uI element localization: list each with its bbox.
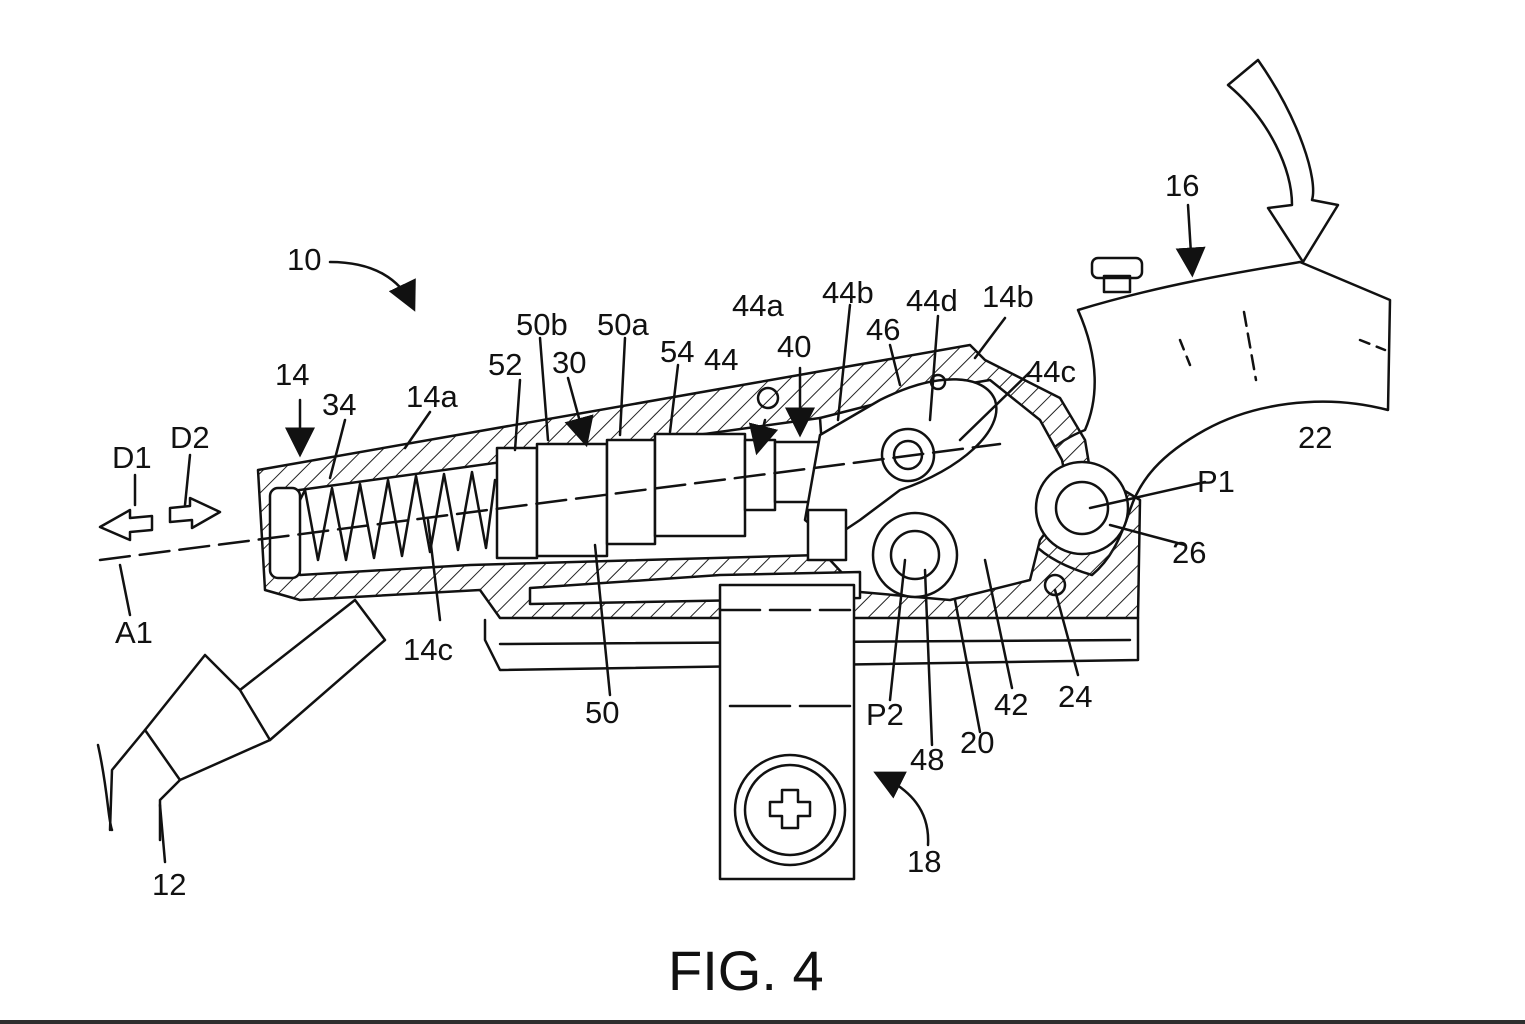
piston-assembly (495, 432, 827, 560)
bottom-border (0, 1020, 1525, 1024)
label-D2: D2 (170, 420, 210, 455)
label-10: 10 (287, 242, 321, 277)
label-A1: A1 (115, 615, 153, 650)
label-50b: 50b (516, 307, 568, 342)
arrow-D2 (168, 496, 222, 530)
label-24: 24 (1058, 679, 1092, 714)
label-44b: 44b (822, 275, 874, 310)
label-14: 14 (275, 357, 309, 392)
label-40: 40 (777, 329, 811, 364)
press-arrow (1226, 58, 1340, 264)
label-P1: P1 (1197, 464, 1235, 499)
label-44c: 44c (1026, 354, 1076, 389)
label-42: 42 (994, 687, 1028, 722)
label-52: 52 (488, 347, 522, 382)
label-44a: 44a (732, 288, 784, 323)
reference-labels: 10 14 34 14a D1 D2 A1 14c 12 52 50b 30 5… (112, 168, 1332, 1002)
label-22: 22 (1298, 420, 1332, 455)
axis-A1 (98, 442, 1002, 562)
label-P2: P2 (866, 697, 904, 732)
label-48: 48 (910, 742, 944, 777)
label-44: 44 (704, 342, 738, 377)
adjust-knob (1090, 256, 1144, 280)
label-16: 16 (1165, 168, 1199, 203)
return-spring (293, 470, 497, 562)
pivot-P1-outer (1034, 460, 1130, 556)
label-20: 20 (960, 725, 994, 760)
pivot-P2-outer (871, 511, 959, 599)
label-30: 30 (552, 345, 586, 380)
arrow-D1 (98, 508, 154, 542)
label-D1: D1 (112, 440, 152, 475)
label-18: 18 (907, 844, 941, 879)
label-14a: 14a (406, 379, 458, 414)
hydraulic-hose (238, 598, 387, 742)
label-34: 34 (322, 387, 356, 422)
label-14c: 14c (403, 632, 453, 667)
label-50: 50 (585, 695, 619, 730)
clamp-bracket (483, 616, 1140, 672)
clamp-screw (733, 753, 847, 867)
label-46: 46 (866, 312, 900, 347)
label-14b: 14b (982, 279, 1034, 314)
label-26: 26 (1172, 535, 1206, 570)
figure-caption: FIG. 4 (668, 939, 824, 1002)
label-50a: 50a (597, 307, 649, 342)
label-44d: 44d (906, 283, 958, 318)
label-54: 54 (660, 334, 694, 369)
label-12: 12 (152, 867, 186, 902)
